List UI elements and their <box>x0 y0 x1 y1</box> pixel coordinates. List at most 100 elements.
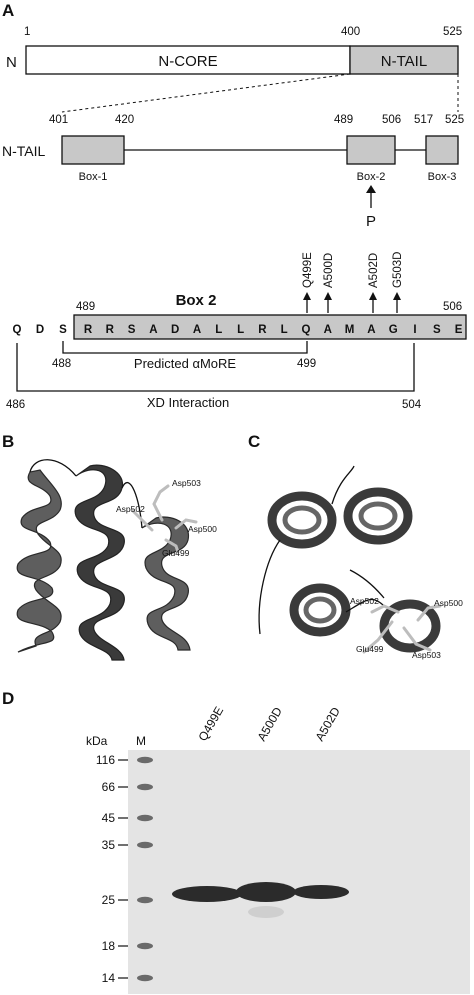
box-1 <box>61 135 125 165</box>
mutation-label: A500D <box>323 253 335 288</box>
pos-525: 525 <box>443 26 462 38</box>
gel-marker-band <box>137 814 153 822</box>
zoom-line-left <box>61 73 351 113</box>
pos-489: 489 <box>334 114 353 126</box>
pos-499: 499 <box>297 358 316 370</box>
panel-label-b: B <box>2 432 14 451</box>
gel-marker-band <box>137 756 153 764</box>
xd-interaction-label: XD Interaction <box>147 395 229 410</box>
struct-c-label: Asp503 <box>412 650 441 660</box>
mutation-a502d: A502D <box>368 253 380 313</box>
pos-504: 504 <box>402 399 422 411</box>
pos-1: 1 <box>24 26 30 38</box>
box2-residue: E <box>455 324 463 336</box>
gel-lane-label: Q499E <box>195 704 226 743</box>
box-1-label: Box-1 <box>79 171 108 183</box>
predicted-more-bracket <box>62 341 308 354</box>
mutation-a500d: A500D <box>323 253 335 313</box>
box2-residue: D <box>171 324 179 336</box>
prefix-residue: S <box>59 324 67 336</box>
mutation-label: A502D <box>368 253 380 288</box>
mutation-g503d: G503D <box>392 252 404 313</box>
gel-band-q499e <box>172 886 242 902</box>
gel-marker-band <box>137 974 153 982</box>
gel-marker-band <box>137 896 153 904</box>
phospho-label: P <box>366 213 376 230</box>
box2-residue: A <box>193 324 201 336</box>
gel-kda-label: kDa <box>86 734 108 748</box>
n-tail-map-label: N-TAIL <box>2 143 46 159</box>
struct-b-label: Asp500 <box>188 524 217 534</box>
struct-b-label: Glu499 <box>162 548 190 558</box>
gel-band-a500d <box>236 882 296 902</box>
box2-residue: R <box>258 324 267 336</box>
box2-residue: S <box>433 324 441 336</box>
box2-residue: R <box>106 324 115 336</box>
pos-489-detail: 489 <box>76 301 95 313</box>
gel-marker-label: M <box>136 734 146 748</box>
structure-c: Asp502 Asp500 Glu499 Asp503 <box>258 465 463 660</box>
gel-marker-ticks: 116 66 45 35 25 18 14 <box>96 753 153 985</box>
pos-488: 488 <box>52 358 71 370</box>
box2-residue: A <box>367 324 375 336</box>
mutation-q499e: Q499E <box>302 252 314 313</box>
box2-residue: L <box>215 324 222 336</box>
struct-b-label: Asp502 <box>116 504 145 514</box>
panel-label-a: A <box>2 1 14 20</box>
gel-band-a502d <box>293 885 349 899</box>
gel-marker-band <box>137 783 153 791</box>
pos-525b: 525 <box>445 114 464 126</box>
struct-c-label: Glu499 <box>356 644 384 654</box>
predicted-more-label: Predicted αMoRE <box>134 356 236 371</box>
struct-c-label: Asp502 <box>350 596 379 606</box>
pos-400: 400 <box>341 26 360 38</box>
gel-marker-value: 35 <box>102 838 116 852</box>
n-tail-label: N-TAIL <box>381 53 427 70</box>
xd-interaction-bracket <box>16 343 415 392</box>
gel-marker-value: 45 <box>102 811 116 825</box>
gel-lane-label: A502D <box>312 704 343 743</box>
pos-506-detail: 506 <box>443 301 462 313</box>
n-core-label: N-CORE <box>158 53 217 70</box>
box2-residue: S <box>128 324 136 336</box>
structure-b: Asp503 Asp502 Asp500 Glu499 <box>16 459 217 661</box>
pos-506: 506 <box>382 114 401 126</box>
gel-image <box>128 750 470 994</box>
box-2 <box>346 135 396 165</box>
struct-b-label: Asp503 <box>172 478 201 488</box>
pos-420: 420 <box>115 114 134 126</box>
n-tail-box <box>349 45 459 75</box>
box2-residue: R <box>84 324 93 336</box>
n-core-box <box>25 45 351 75</box>
box2-residue: Q <box>302 324 311 336</box>
box2-title: Box 2 <box>176 292 217 309</box>
box2-residue: L <box>237 324 244 336</box>
box2-residue: L <box>281 324 288 336</box>
pos-486: 486 <box>6 399 25 411</box>
gel-marker-value: 14 <box>102 971 116 985</box>
gel-marker-value: 66 <box>102 780 116 794</box>
prefix-residues: Q D S <box>13 324 68 336</box>
box2-residue: G <box>389 324 398 336</box>
gel-marker-value: 18 <box>102 939 116 953</box>
gel-marker-band <box>137 841 153 849</box>
pos-517: 517 <box>414 114 433 126</box>
gel-lane-label: A500D <box>254 704 285 743</box>
box2-sequence-box <box>73 314 467 340</box>
box-2-label: Box-2 <box>357 171 386 183</box>
box-3-label: Box-3 <box>428 171 457 183</box>
gel-marker-value: 25 <box>102 893 116 907</box>
prefix-residue: D <box>36 324 44 336</box>
mutation-label: Q499E <box>302 252 314 288</box>
panel-label-c: C <box>248 432 260 451</box>
mutation-label: G503D <box>392 252 404 288</box>
phospho-arrowhead <box>366 185 376 193</box>
gel-marker-value: 116 <box>96 753 115 767</box>
prefix-residue: Q <box>13 324 22 336</box>
pos-401: 401 <box>49 114 68 126</box>
gel-marker-band <box>137 942 153 950</box>
struct-c-label: Asp500 <box>434 598 463 608</box>
box2-residue: I <box>413 324 416 336</box>
panel-label-d: D <box>2 689 14 708</box>
